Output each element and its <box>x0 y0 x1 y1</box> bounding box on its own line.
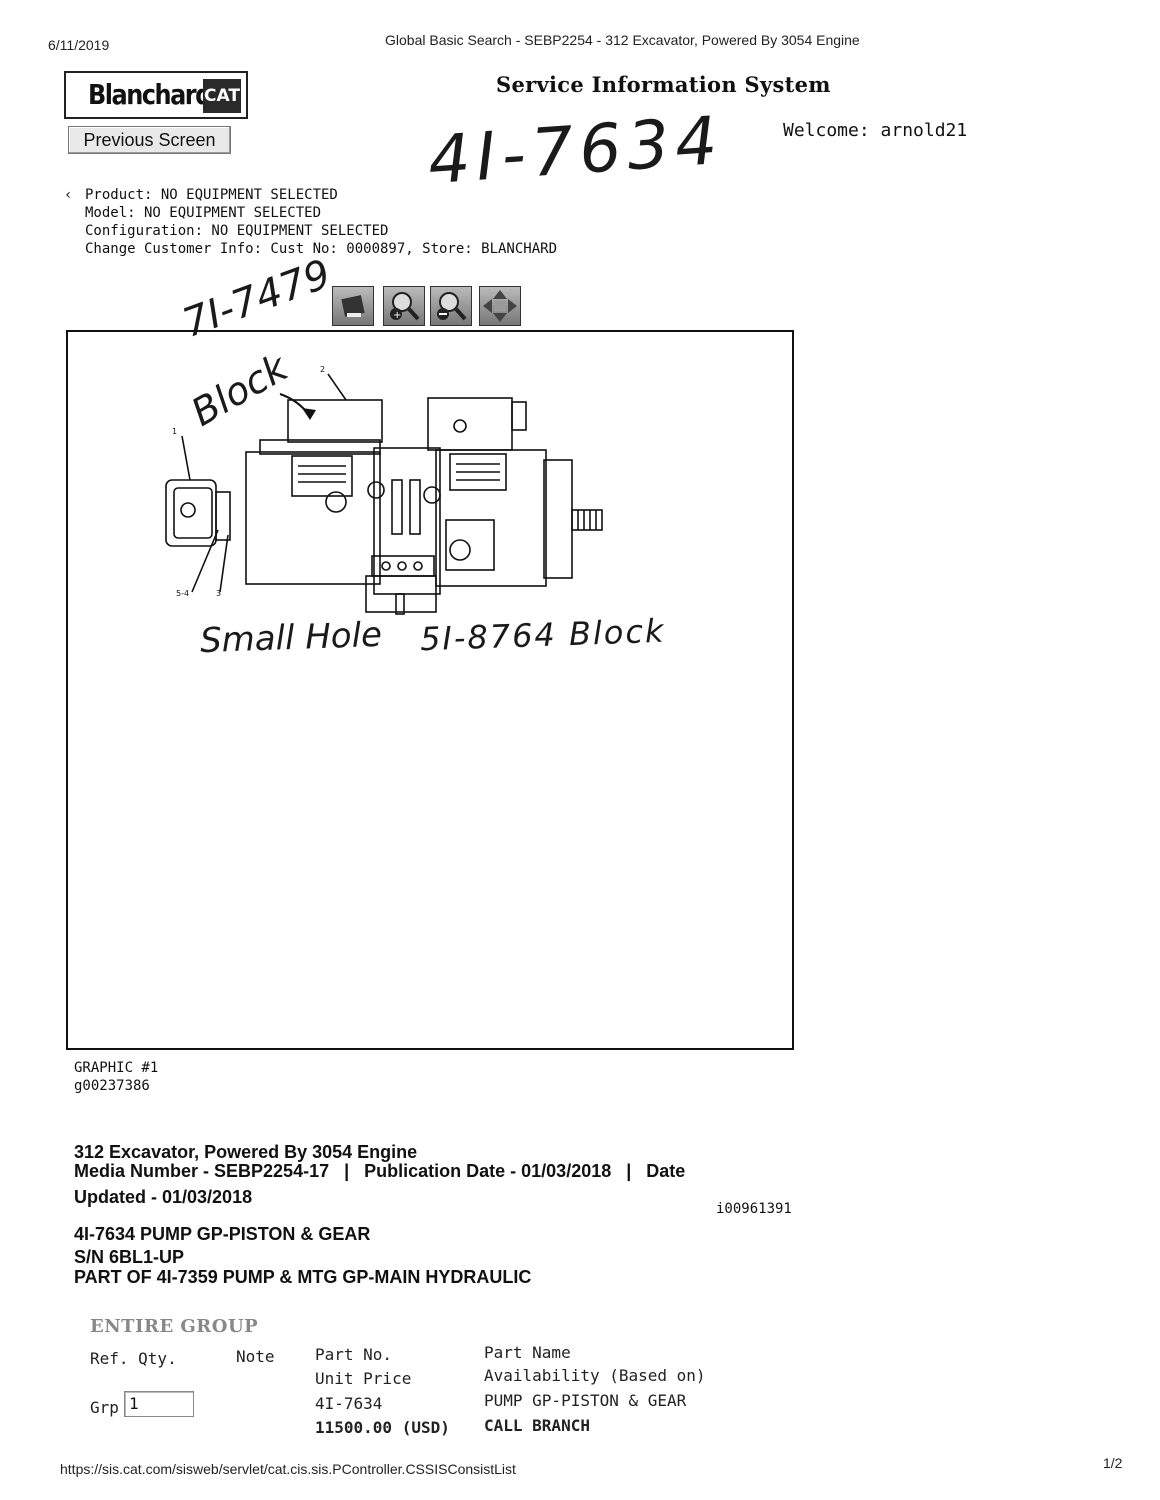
print-title: Global Basic Search - SEBP2254 - 312 Exc… <box>385 32 860 48</box>
cat-logo: CAT <box>203 79 241 113</box>
part-name: PUMP GP-PISTON & GEAR <box>484 1391 687 1410</box>
product-info: Product: NO EQUIPMENT SELECTED <box>85 187 338 203</box>
handwritten-small-hole: Small Hole <box>199 614 383 662</box>
customer-info-link[interactable]: Change Customer Info: Cust No: 0000897, … <box>85 241 558 257</box>
model-info: Model: NO EQUIPMENT SELECTED <box>85 205 322 221</box>
welcome-text: Welcome: arnold21 <box>783 120 968 141</box>
header-part-no: Part No. <box>315 1345 393 1364</box>
publication-media: Media Number - SEBP2254-17 | Publication… <box>74 1161 686 1181</box>
callout-1: 1 <box>172 427 177 436</box>
part-title: 4I-7634 PUMP GP-PISTON & GEAR <box>74 1224 371 1244</box>
print-date: 6/11/2019 <box>48 37 110 53</box>
callout-5-4: 5-4 <box>176 589 189 598</box>
configuration-info: Configuration: NO EQUIPMENT SELECTED <box>85 223 389 239</box>
zoom-out-icon[interactable] <box>430 286 472 326</box>
fit-screen-icon[interactable] <box>479 286 521 326</box>
header-part-name: Part Name <box>484 1343 571 1362</box>
print-icon[interactable] <box>332 286 374 326</box>
parts-graphic-frame <box>66 330 794 1050</box>
publication-updated: Updated - 01/03/2018 <box>74 1187 253 1207</box>
header-ref-qty: Ref. Qty. <box>90 1349 177 1368</box>
callout-2: 2 <box>320 365 325 374</box>
header-unit-price: Unit Price <box>315 1369 412 1388</box>
part-serial: S/N 6BL1-UP <box>74 1247 185 1267</box>
system-title: Service Information System <box>496 72 831 97</box>
print-page-number: 1/2 <box>1103 1455 1123 1471</box>
availability-status: CALL BRANCH <box>484 1416 590 1435</box>
zoom-in-icon[interactable]: + <box>383 286 425 326</box>
header-availability: Availability (Based on) <box>484 1366 706 1385</box>
svg-text:+: + <box>393 310 401 321</box>
previous-screen-button[interactable]: Previous Screen <box>68 126 231 154</box>
unit-price: 11500.00 (USD) <box>315 1418 450 1437</box>
graphic-caption: GRAPHIC #1 <box>74 1060 159 1076</box>
grp-quantity-input[interactable]: 1 <box>124 1391 194 1417</box>
back-arrow-icon[interactable]: ‹ <box>64 187 73 203</box>
publication-model: 312 Excavator, Powered By 3054 Engine <box>74 1142 418 1162</box>
graphic-id: g00237386 <box>74 1078 150 1094</box>
entire-group-label: ENTIRE GROUP <box>90 1316 259 1337</box>
part-number-link[interactable]: 4I-7634 <box>315 1394 383 1413</box>
callout-3: 3 <box>216 589 221 598</box>
grp-label: Grp <box>90 1398 119 1417</box>
part-of-group: PART OF 4I-7359 PUMP & MTG GP-MAIN HYDRA… <box>74 1267 532 1287</box>
handwritten-part-number: 4I-7634 <box>425 101 726 200</box>
header-note: Note <box>236 1347 275 1366</box>
document-id: i00961391 <box>716 1201 792 1217</box>
pump-diagram: 1 2 3 5-4 <box>165 365 603 615</box>
print-url: https://sis.cat.com/sisweb/servlet/cat.c… <box>60 1461 516 1477</box>
dealer-name: Blanchard <box>88 78 212 112</box>
dealer-logo: Blanchard CAT <box>64 71 248 119</box>
